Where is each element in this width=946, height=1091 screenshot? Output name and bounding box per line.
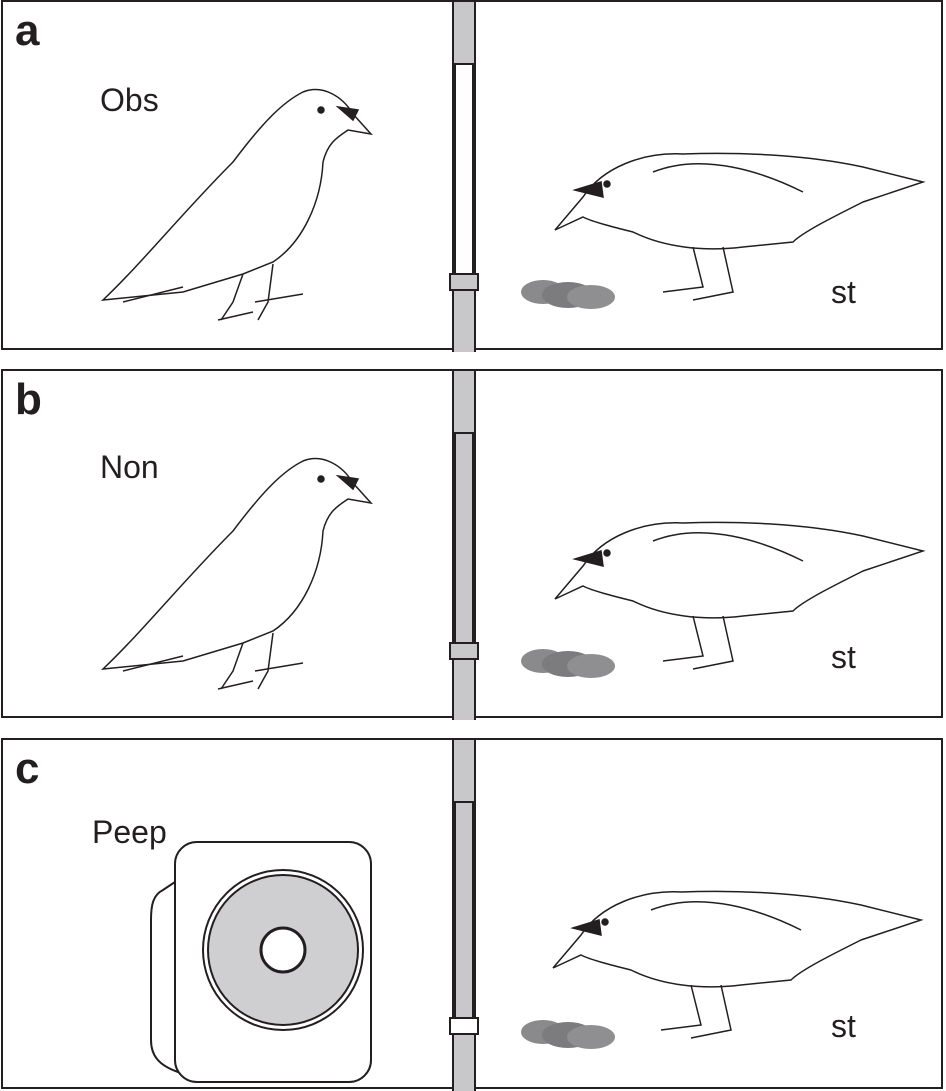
observer-raven <box>102 88 372 321</box>
panel-b: b Non st <box>1 369 943 720</box>
meat <box>521 1020 615 1049</box>
storer-label: st <box>831 274 856 310</box>
scene-b <box>102 371 924 720</box>
panel-a: a Obs st <box>1 0 943 352</box>
condition-label: Peep <box>92 814 167 850</box>
storer-label: st <box>831 1008 856 1044</box>
scene-c <box>150 740 922 1091</box>
storer-label: st <box>831 639 856 675</box>
condition-label: Non <box>100 449 159 485</box>
observer-raven <box>102 457 372 690</box>
closed-window <box>454 432 474 644</box>
panel-c: c Peep st <box>1 738 943 1091</box>
storer-raven <box>554 152 924 301</box>
panel-letter: b <box>15 375 42 424</box>
window-block <box>449 1017 479 1035</box>
window-block <box>449 273 479 291</box>
storer-raven <box>552 890 922 1039</box>
window-block <box>449 642 479 660</box>
meat <box>521 649 615 678</box>
scene-a <box>102 2 924 352</box>
peephole-box <box>150 841 372 1083</box>
storer-raven <box>554 521 924 670</box>
meat <box>521 280 615 309</box>
panel-letter: c <box>15 744 40 793</box>
panel-letter: a <box>15 6 40 55</box>
closed-window <box>454 801 474 1019</box>
condition-label: Obs <box>100 82 159 118</box>
open-window <box>454 63 474 275</box>
